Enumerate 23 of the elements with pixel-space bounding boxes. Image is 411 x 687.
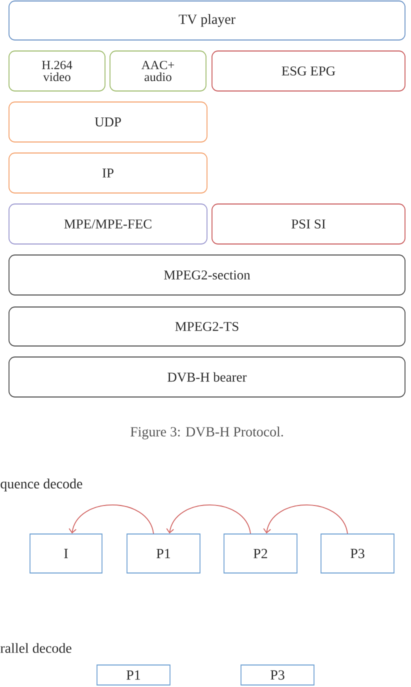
layer-box: DVB-H bearer [8,356,406,398]
layer-box: MPE/MPE-FEC [8,204,208,244]
curved-arrow [68,504,154,534]
curved-arrow [166,504,251,534]
section-label: quence decode [0,478,82,492]
curved-arrow [263,504,348,534]
frame-box: P2 [224,534,298,574]
frame-box: I [30,534,102,574]
frame-box: P1 [96,664,170,686]
layer-box: MPEG2-TS [8,306,406,346]
section-label: rallel decode [0,643,72,653]
layer-box: MPEG2-section [8,254,406,296]
frame-box: P1 [126,534,200,574]
layer-box: ESG EPG [212,50,406,92]
layer-box: UDP [8,102,208,142]
layer-box: TV player [8,0,406,40]
frame-box: P3 [320,534,394,574]
layer-box: AAC+ audio [110,50,206,92]
figure-caption: Figure 3: DVB-H Protocol. [130,426,283,440]
frame-box: P3 [240,664,314,686]
layer-box: IP [8,152,208,194]
layer-box: H.264 video [8,50,106,92]
layer-box: PSI SI [212,204,406,244]
